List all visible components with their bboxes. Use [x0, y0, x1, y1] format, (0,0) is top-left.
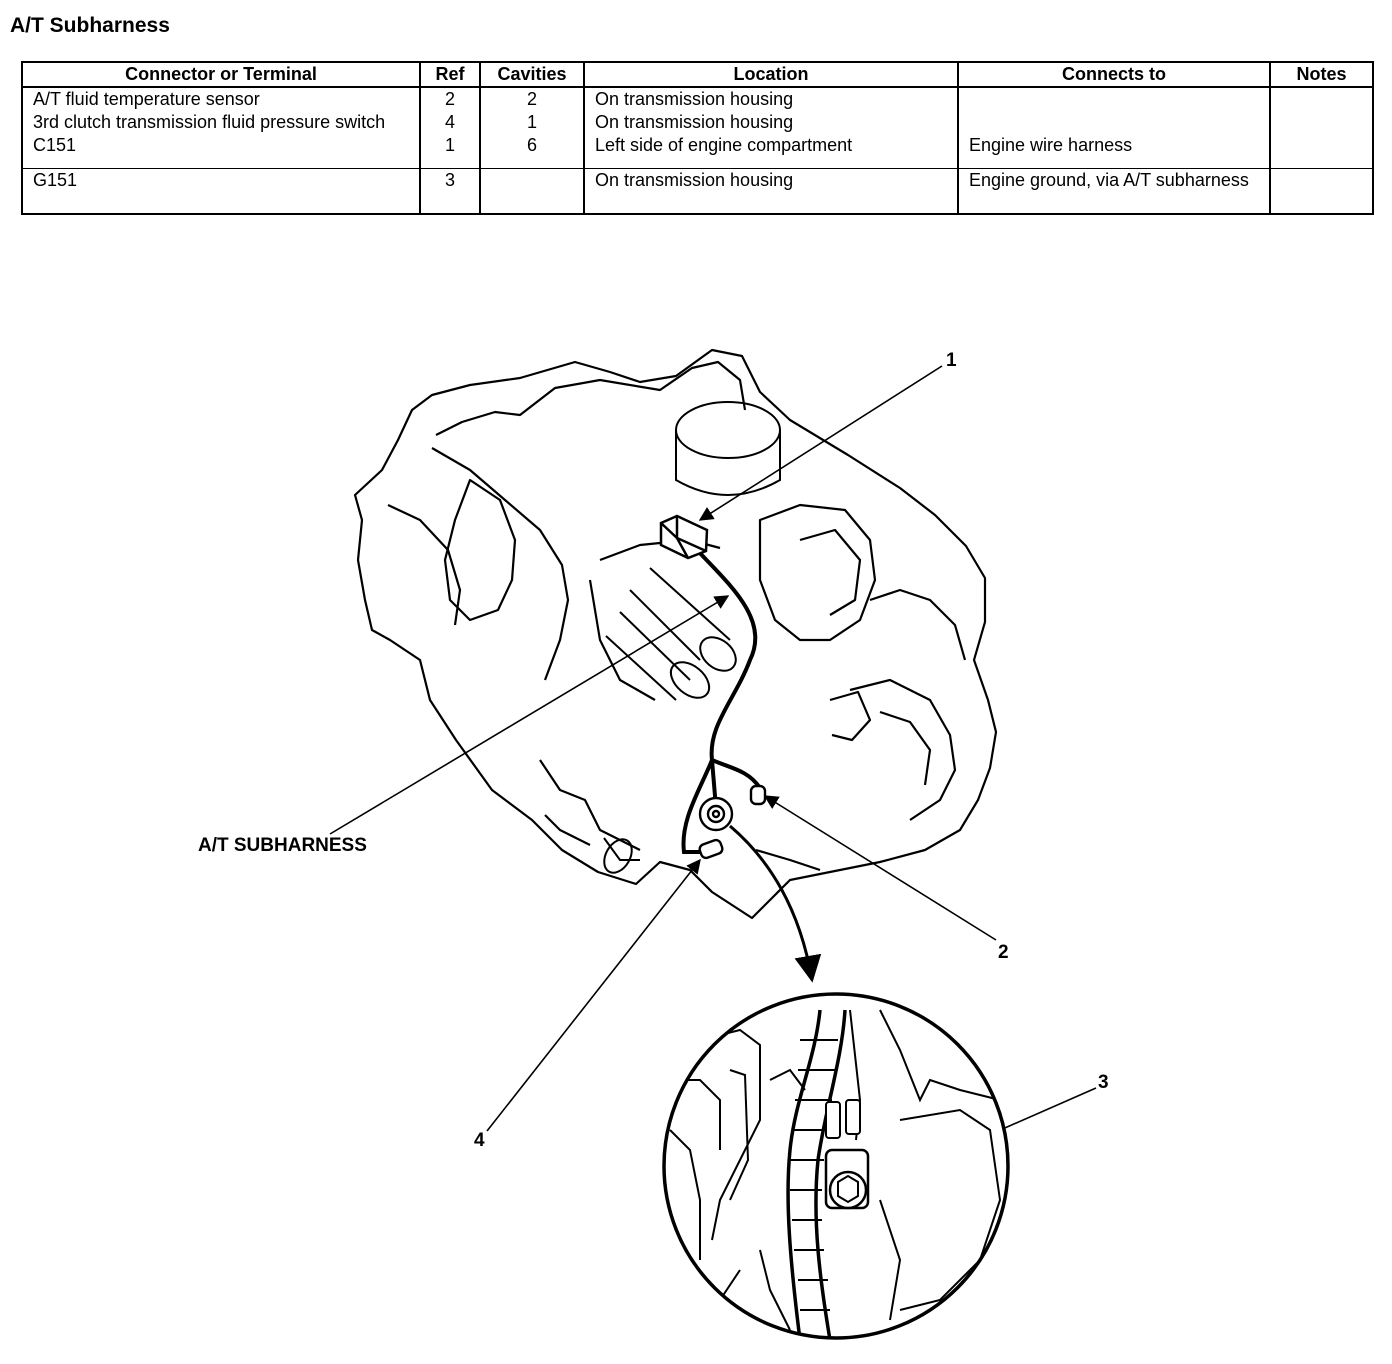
cell-ref: 1 [419, 134, 481, 169]
callout-1: 1 [946, 350, 957, 371]
sensor-parts [698, 784, 767, 860]
page-title: A/T Subharness [10, 14, 170, 37]
ground-detail-circle [662, 992, 1010, 1340]
cell-cavities [479, 168, 585, 215]
detail-pointer [729, 824, 822, 983]
header-location: Location [583, 61, 959, 88]
cell-location: On transmission housing [583, 87, 959, 111]
callout-4: 4 [474, 1130, 485, 1151]
cell-notes [1269, 111, 1374, 134]
transmission-housing [353, 348, 998, 920]
cell-ref: 2 [419, 87, 481, 111]
header-notes: Notes [1269, 61, 1374, 88]
header-cavities: Cavities [479, 61, 585, 88]
cell-connector: 3rd clutch transmission fluid pressure s… [21, 111, 421, 134]
cell-connects-to [957, 87, 1271, 111]
header-connector: Connector or Terminal [21, 61, 421, 88]
cell-notes [1269, 168, 1374, 215]
cell-connector: C151 [21, 134, 421, 169]
header-ref: Ref [419, 61, 481, 88]
cell-connector: G151 [21, 168, 421, 215]
cell-notes [1269, 134, 1374, 169]
connector-table: Connector or Terminal Ref Cavities Locat… [21, 61, 1374, 215]
cell-cavities: 6 [479, 134, 585, 169]
cell-connects-to: Engine wire harness [957, 134, 1271, 169]
table-header-row: Connector or Terminal Ref Cavities Locat… [21, 61, 1374, 88]
table-row: A/T fluid temperature sensor 2 2 On tran… [21, 87, 1374, 111]
cell-location: On transmission housing [583, 168, 959, 215]
table-row: C151 1 6 Left side of engine compartment… [21, 134, 1374, 169]
cell-connects-to [957, 111, 1271, 134]
callout-3: 3 [1098, 1072, 1109, 1093]
cell-location: Left side of engine compartment [583, 134, 959, 169]
callout-2: 2 [998, 942, 1009, 963]
cell-ref: 4 [419, 111, 481, 134]
header-connects-to: Connects to [957, 61, 1271, 88]
subharness-label: A/T SUBHARNESS [198, 835, 367, 856]
table-row: 3rd clutch transmission fluid pressure s… [21, 111, 1374, 134]
cell-connects-to: Engine ground, via A/T subharness [957, 168, 1271, 215]
transmission-cylinders [603, 401, 781, 874]
cell-notes [1269, 87, 1374, 111]
table-row: G151 3 On transmission housing Engine gr… [21, 168, 1374, 215]
cell-ref: 3 [419, 168, 481, 215]
cell-connector: A/T fluid temperature sensor [21, 87, 421, 111]
cell-cavities: 1 [479, 111, 585, 134]
cell-cavities: 2 [479, 87, 585, 111]
cell-location: On transmission housing [583, 111, 959, 134]
connector-c151-icon [659, 514, 709, 560]
